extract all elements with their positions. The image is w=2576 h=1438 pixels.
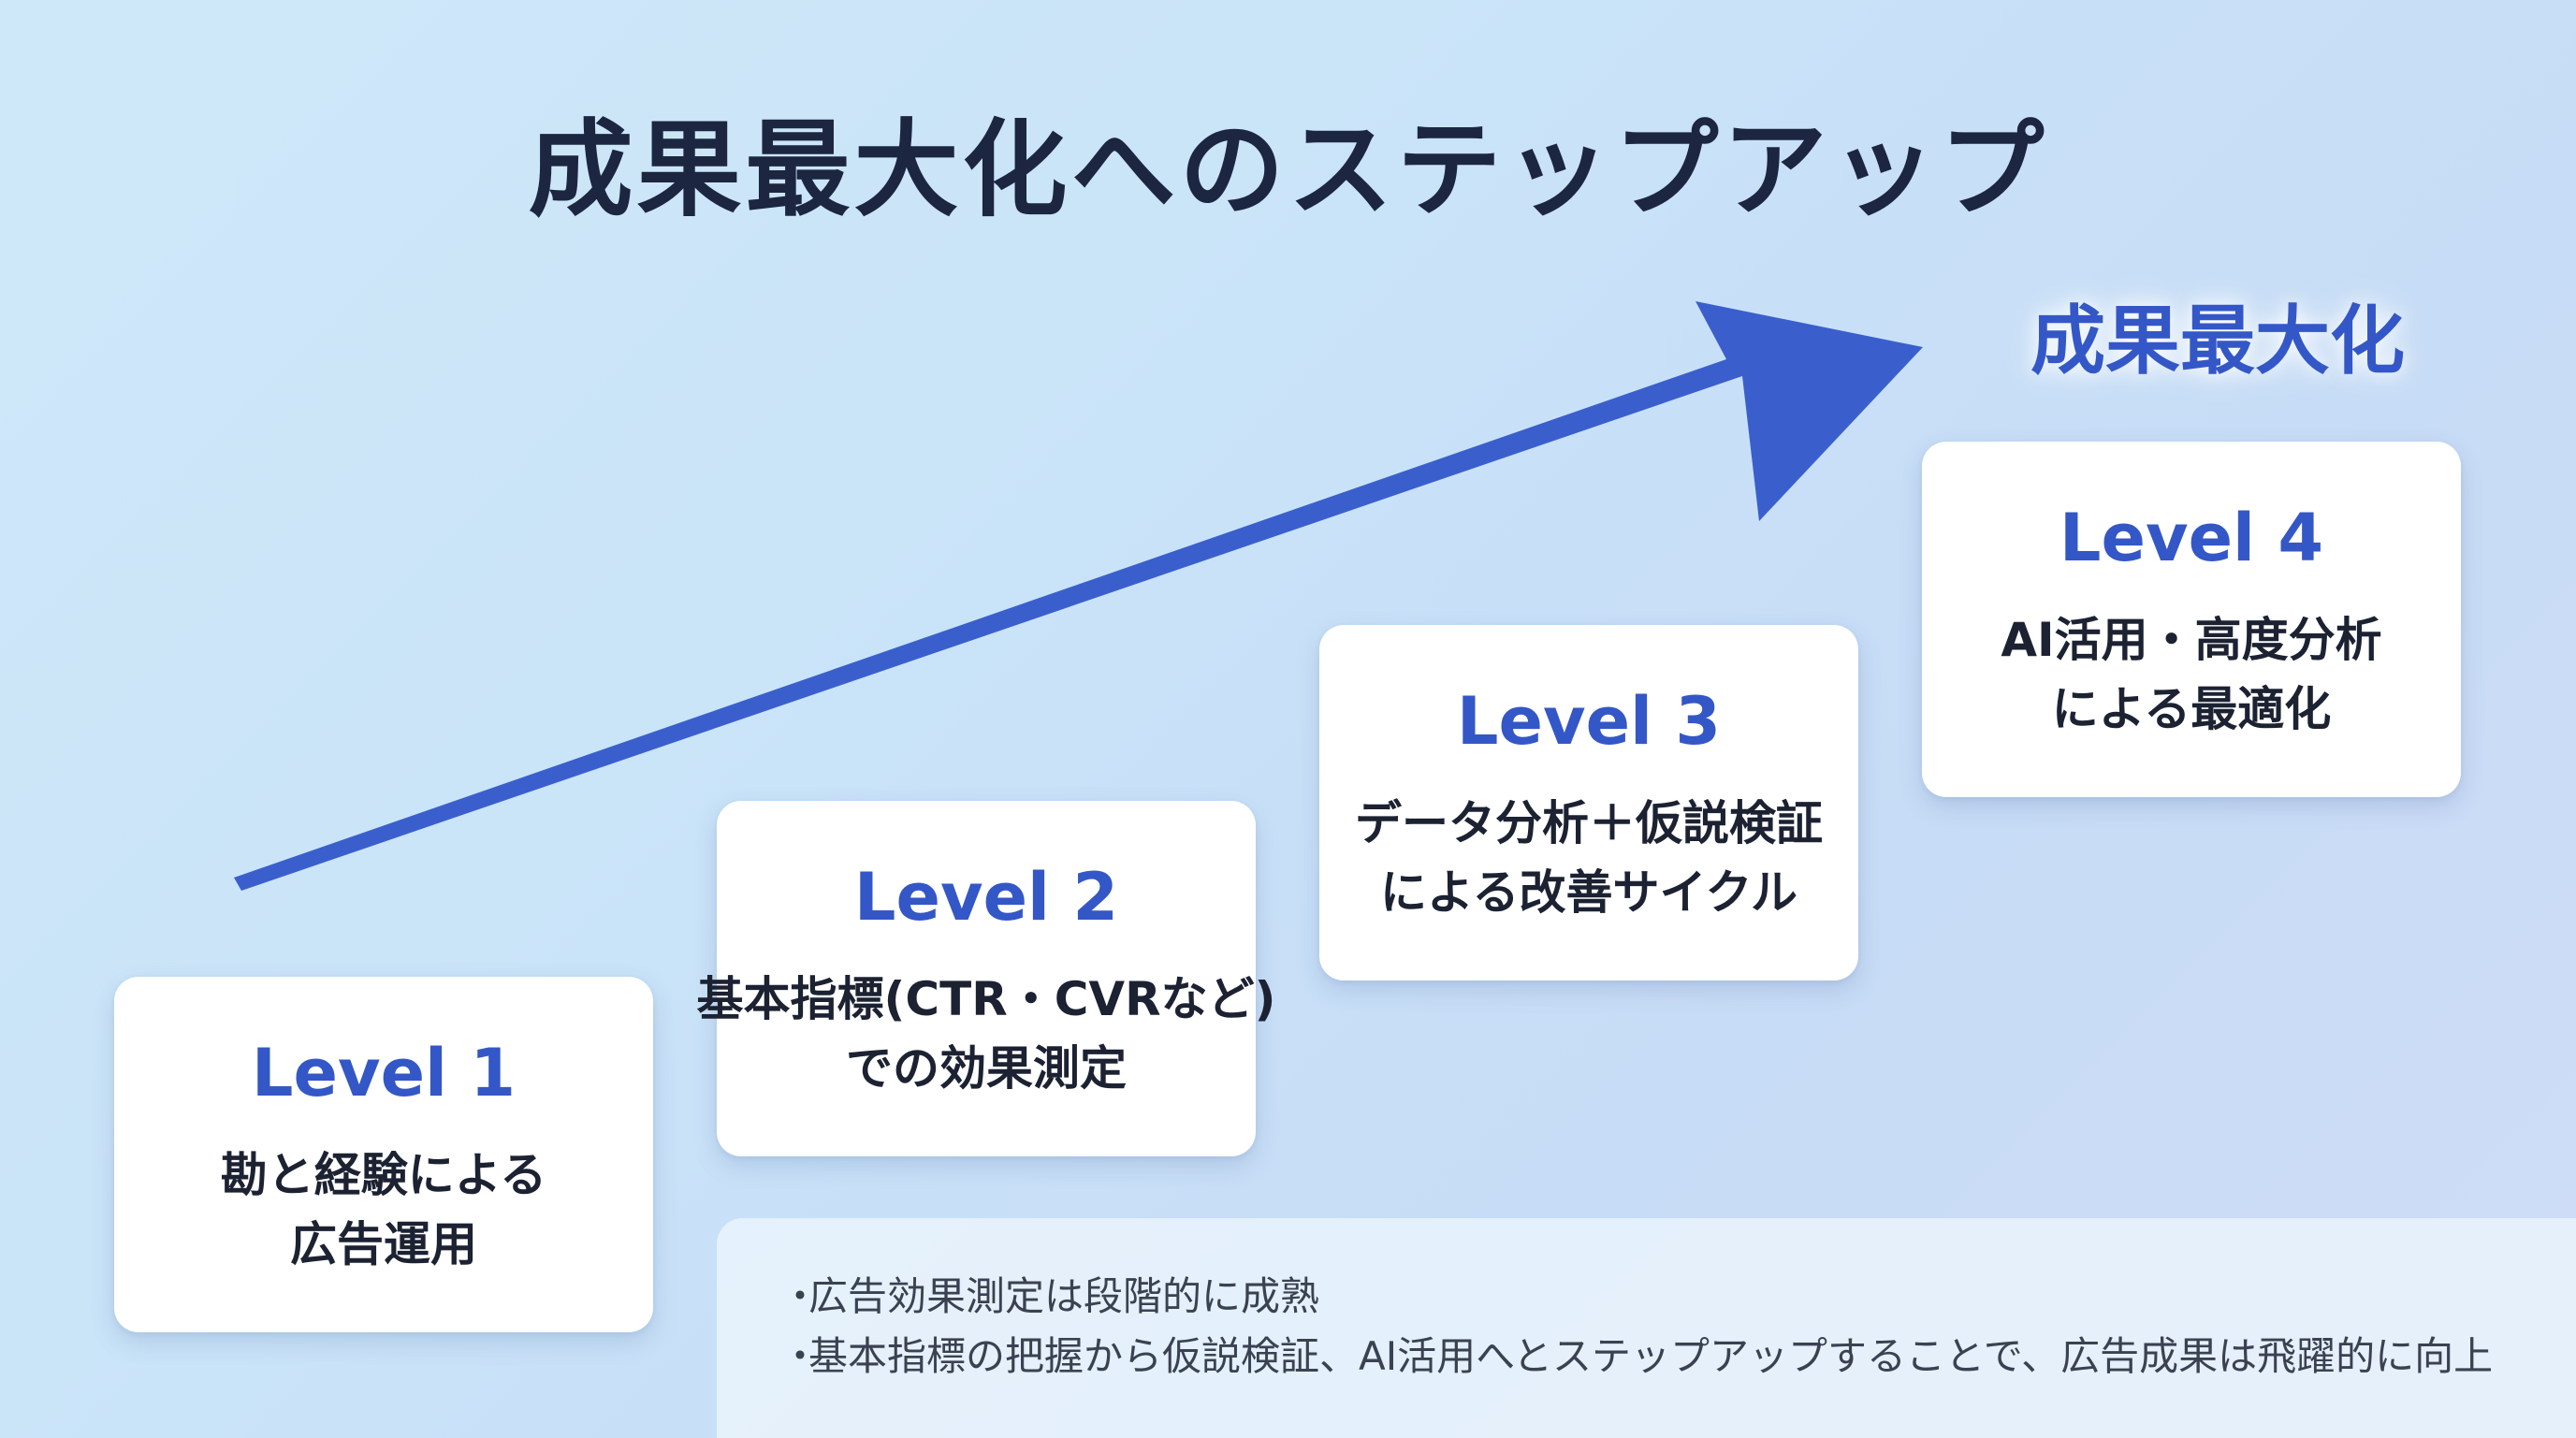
level-2-desc-line2: での効果測定 [846, 1041, 1127, 1096]
note-text-2: 基本指標の把握から仮説検証、AI活用へとステップアップすることで、広告成果は飛躍… [808, 1333, 2494, 1379]
level-1-desc-line1: 勘と経験による [220, 1148, 547, 1202]
level-3-desc-line2: による改善サイクル [1380, 865, 1797, 920]
level-3-desc-line1: データ分析＋仮説検証 [1355, 796, 1823, 850]
level-1-description: 勘と経験による 広告運用 [221, 1140, 547, 1279]
page-title: 成果最大化へのステップアップ [528, 109, 2048, 231]
bullet-icon: ・ [780, 1333, 821, 1379]
level-3-description: データ分析＋仮説検証 による改善サイクル [1355, 789, 1823, 927]
level-4-desc-line2: による最適化 [2051, 682, 2332, 736]
note-item: ・基本指標の把握から仮説検証、AI活用へとステップアップすることで、広告成果は飛… [780, 1327, 2576, 1387]
level-1-desc-line2: 広告運用 [290, 1217, 477, 1271]
bullet-icon: ・ [780, 1273, 821, 1319]
level-2-card: Level 2 基本指標(CTR・CVRなど) での効果測定 [697, 801, 1275, 1156]
level-3-label: Level 3 [1456, 683, 1722, 760]
level-2-description: 基本指標(CTR・CVRなど) での効果測定 [697, 965, 1276, 1103]
level-2-desc-line1: 基本指標(CTR・CVRなど) [696, 972, 1276, 1026]
level-4-label: Level 4 [2059, 500, 2324, 576]
notes-panel: ・広告効果測定は段階的に成熟 ・基本指標の把握から仮説検証、AI活用へとステップ… [717, 1218, 2576, 1438]
level-4-description: AI活用・高度分析 による最適化 [2001, 605, 2381, 744]
note-text-1: 広告効果測定は段階的に成熟 [808, 1273, 1320, 1319]
level-4-card: Level 4 AI活用・高度分析 による最適化 [1922, 442, 2461, 797]
growth-arrow-shape [234, 301, 1923, 891]
note-item: ・広告効果測定は段階的に成熟 [780, 1267, 2576, 1327]
goal-label: 成果最大化 [2030, 298, 2405, 385]
level-1-card: Level 1 勘と経験による 広告運用 [114, 977, 653, 1332]
level-1-label: Level 1 [251, 1035, 517, 1111]
level-2-label: Level 2 [853, 859, 1119, 936]
level-3-card: Level 3 データ分析＋仮説検証 による改善サイクル [1319, 625, 1858, 980]
level-4-desc-line1: AI活用・高度分析 [2001, 613, 2382, 667]
